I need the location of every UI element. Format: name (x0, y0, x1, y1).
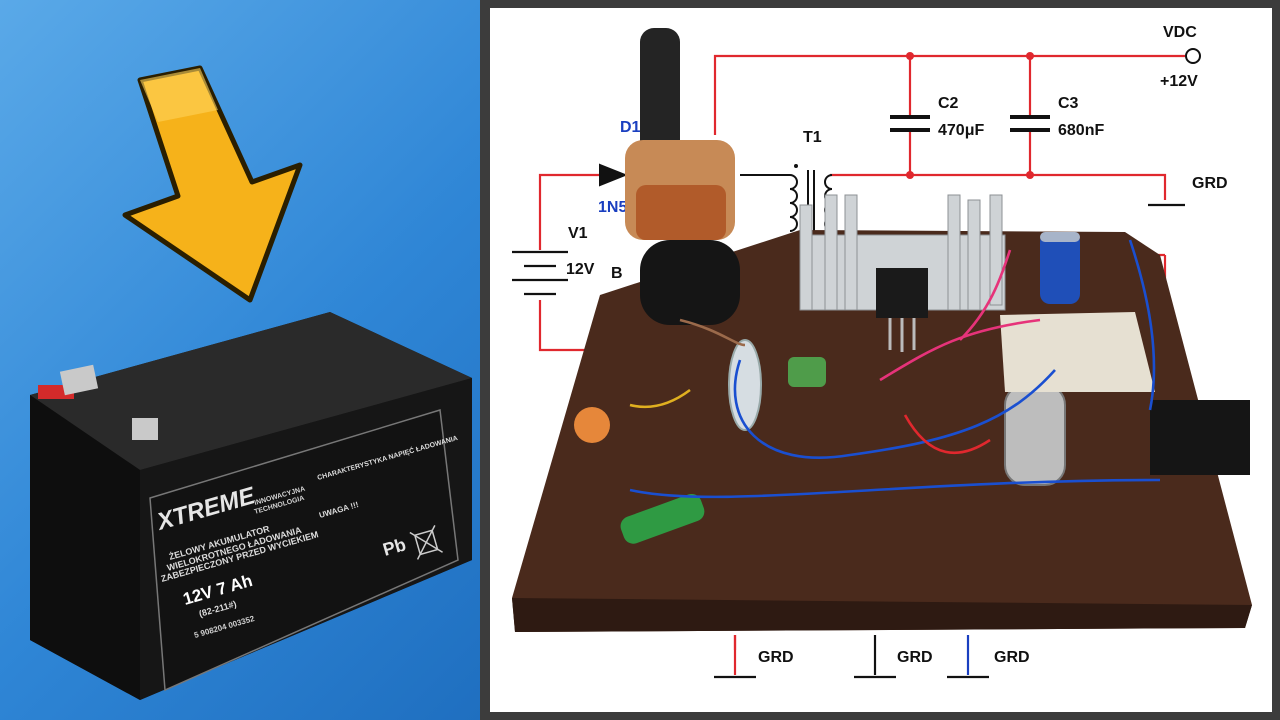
grd-label-bottom-3: GRD (994, 649, 1030, 666)
grd-label-bottom-2: GRD (897, 649, 933, 666)
transformer-t1-symbol (740, 170, 833, 235)
v1-value: 12V (566, 261, 595, 278)
c2-name: C2 (938, 95, 959, 112)
d1-part: 1N5 (598, 199, 627, 216)
circuit-board-photo (512, 28, 1252, 632)
t1-name: T1 (803, 129, 822, 146)
grd-label-top: GRD (1192, 175, 1228, 192)
c2-value: 470μF (938, 122, 984, 139)
battery-illustration: XTREME INNOWACYJNA TECHNOLOGIA ŻELOWY AK… (30, 65, 472, 700)
v1-name: V1 (568, 225, 588, 242)
c3-value: 680nF (1058, 122, 1104, 139)
vdc-value: +12V (1160, 73, 1198, 90)
right-panel: VDC +12V C2 470μF C3 680nF GRD T1 (490, 8, 1272, 712)
vdc-label: VDC (1163, 24, 1197, 41)
circuit-schematic: VDC +12V C2 470μF C3 680nF GRD T1 (512, 24, 1252, 679)
d1-name: D1 (620, 119, 641, 136)
b-label: B (611, 265, 623, 282)
left-panel: XTREME INNOWACYJNA TECHNOLOGIA ŻELOWY AK… (0, 0, 480, 720)
capacitor-c3-symbol (1010, 115, 1050, 132)
vdc-terminal (1185, 48, 1201, 64)
diode-d1-symbol (599, 163, 628, 187)
down-arrow-icon (122, 65, 303, 303)
battery-icon (30, 312, 472, 700)
ground-symbols-bottom (714, 635, 989, 679)
grd-label-bottom-1: GRD (758, 649, 794, 666)
battery-v1-symbol (512, 250, 568, 296)
capacitor-c2-symbol (890, 115, 930, 132)
c3-name: C3 (1058, 95, 1079, 112)
recycle-bin-icon (409, 525, 443, 560)
